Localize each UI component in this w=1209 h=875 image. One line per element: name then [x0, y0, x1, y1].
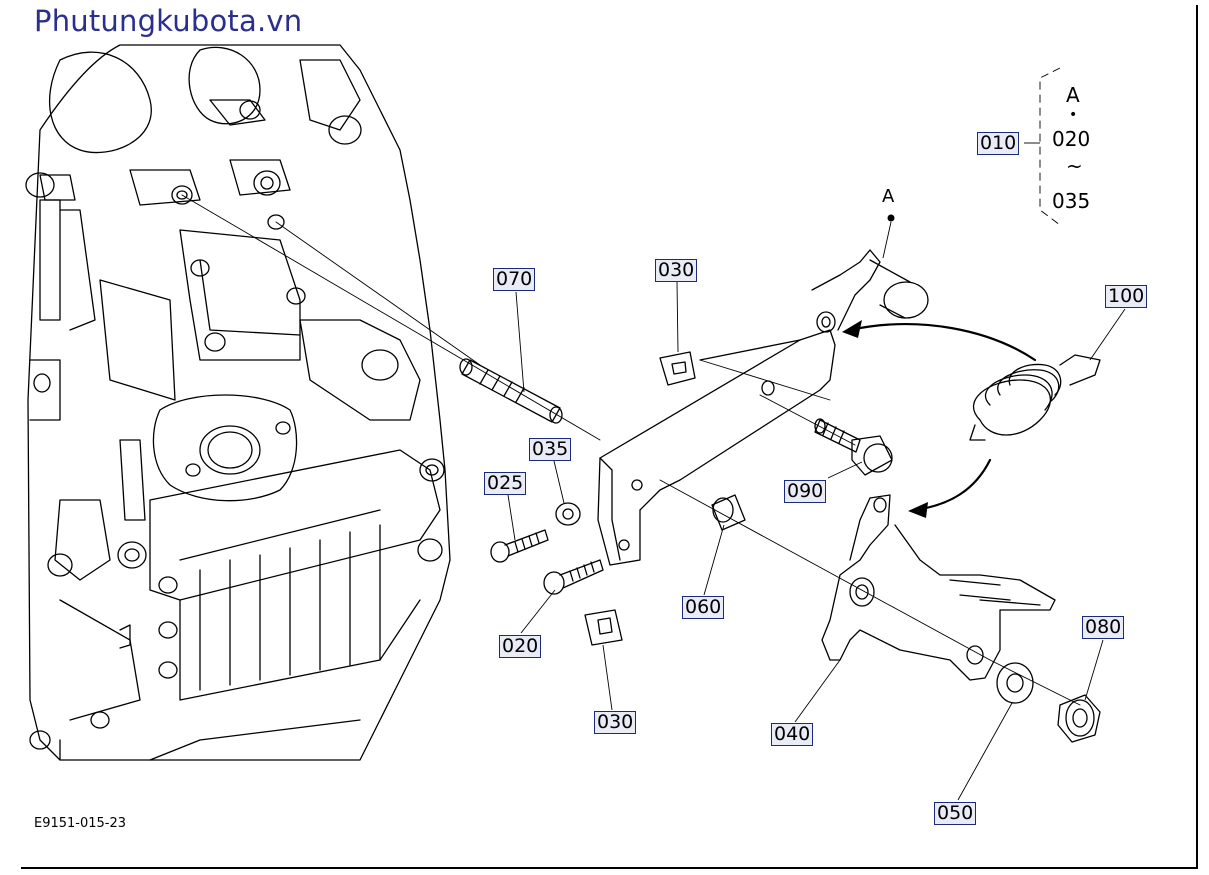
part-030-clip-top [659, 351, 696, 386]
legend-range-start: A [1066, 83, 1080, 107]
part-label-060[interactable]: 060 [682, 596, 725, 619]
part-label-035[interactable]: 035 [529, 438, 572, 461]
part-bracket-plate [597, 249, 929, 566]
legend-range-end: 035 [1052, 189, 1091, 213]
part-050-washer [996, 662, 1034, 704]
part-030-clip-bottom [584, 609, 623, 646]
part-label-080[interactable]: 080 [1082, 616, 1125, 639]
part-090-bolt [814, 418, 893, 476]
site-title[interactable]: Phutungkubota.vn [34, 4, 303, 38]
assembly-arrows [848, 323, 1037, 512]
part-025-screw [490, 529, 549, 563]
part-080-nut [1057, 694, 1101, 743]
part-label-020[interactable]: 020 [499, 635, 542, 658]
engine-block [25, 44, 451, 761]
part-100-spring [969, 354, 1101, 441]
part-label-090[interactable]: 090 [784, 480, 827, 503]
marker-a-label: A [882, 186, 895, 207]
legend-dot: • [1069, 107, 1078, 123]
legend-tilde: ~ [1066, 154, 1083, 178]
part-label-100[interactable]: 100 [1105, 285, 1148, 308]
part-label-030-top[interactable]: 030 [655, 259, 698, 282]
part-020-screw [543, 559, 604, 595]
part-label-040[interactable]: 040 [771, 723, 814, 746]
assembly-axis-lines [181, 194, 1081, 706]
legend-range-mid: 020 [1052, 127, 1091, 151]
part-035-nut [555, 502, 581, 526]
label-leaders [507, 67, 1126, 801]
part-label-050[interactable]: 050 [934, 802, 977, 825]
drawing-code: E9151-015-23 [34, 816, 127, 831]
part-070-stud [459, 358, 563, 424]
part-label-070[interactable]: 070 [493, 268, 536, 291]
part-label-025[interactable]: 025 [484, 472, 527, 495]
part-label-030-bottom[interactable]: 030 [594, 711, 637, 734]
arrowheads [842, 214, 928, 518]
part-label-010[interactable]: 010 [977, 132, 1020, 155]
part-060-collar [711, 494, 746, 531]
part-040-lever [821, 494, 1056, 681]
drawing-frame [21, 5, 1198, 869]
